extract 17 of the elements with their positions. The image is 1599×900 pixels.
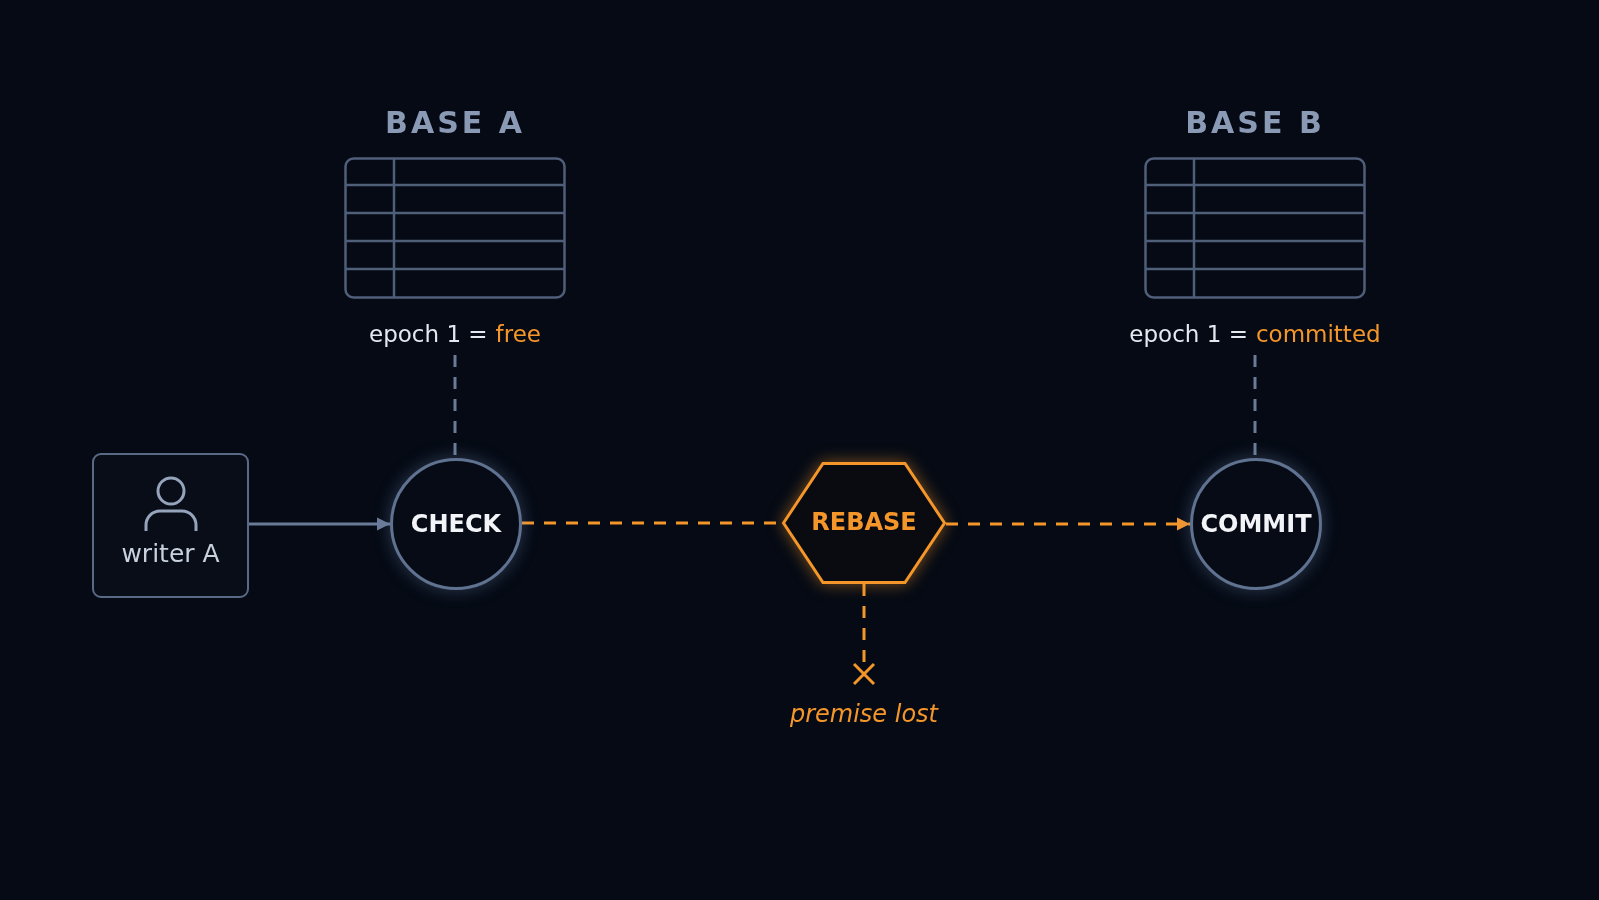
dashed-connector [453,355,457,458]
status-value: free [495,321,541,347]
node-label: REBASE [810,508,918,536]
process-circle: COMMIT [1190,458,1322,590]
epoch-label: epoch 1 = [1129,321,1248,347]
actor-label: writer A [121,539,220,568]
actor-box [92,453,249,598]
table-title: BASE B [1185,105,1325,142]
dashed-connector [862,584,866,664]
status-note: premise lost [788,700,940,728]
process-circle: CHECK [390,458,522,590]
table-title: BASE A [385,105,525,142]
dashed-connector [1253,355,1257,458]
arrow [249,517,390,531]
status-value: committed [1255,321,1381,347]
epoch-label: epoch 1 = [369,321,488,347]
dashed-connector [946,517,1190,531]
